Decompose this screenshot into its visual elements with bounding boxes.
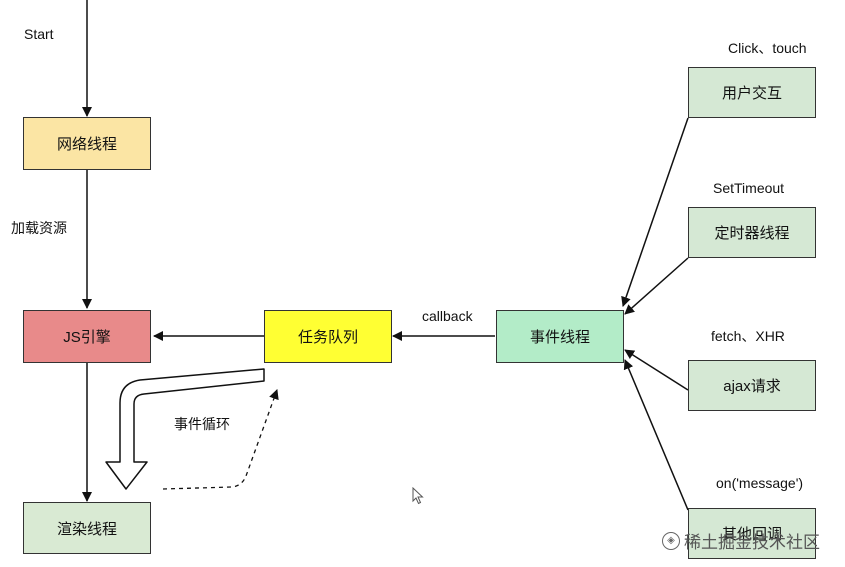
- arrow-timer-to-event: [624, 257, 689, 315]
- timer-thread-node: 定时器线程: [688, 207, 816, 258]
- ajax-request-node: ajax请求: [688, 360, 816, 411]
- event-loop-label: 事件循环: [174, 416, 230, 432]
- js-engine-node: JS引擎: [23, 310, 151, 363]
- fetch-xhr-label: fetch、XHR: [711, 328, 785, 344]
- event-thread-node: 事件线程: [496, 310, 624, 363]
- network-thread-node: 网络线程: [23, 117, 151, 170]
- task-queue-node: 任务队列: [264, 310, 392, 363]
- juejin-logo-icon: ◈: [662, 531, 680, 550]
- load-resources-label: 加载资源: [11, 220, 67, 236]
- callback-label: callback: [422, 308, 473, 324]
- arrow-user-to-event: [621, 117, 689, 307]
- on-message-label: on('message'): [716, 475, 804, 491]
- settimeout-label: SetTimeout: [713, 180, 785, 196]
- watermark-text: 稀土掘金技术社区: [684, 533, 820, 552]
- arrow-other-to-event: [623, 359, 689, 511]
- event-loop-hollow-arrow: [105, 368, 265, 490]
- mouse-cursor-icon: [412, 487, 424, 505]
- arrow-ajax-to-event: [624, 349, 689, 391]
- event-loop-dashed-arrow: [162, 389, 279, 490]
- other-callbacks-node: 其他回调: [688, 508, 816, 559]
- watermark: ◈ 稀土掘金技术社区: [662, 528, 820, 553]
- start-label: Start: [24, 26, 54, 42]
- render-thread-node: 渲染线程: [23, 502, 151, 554]
- user-interaction-node: 用户交互: [688, 67, 816, 118]
- click-touch-label: Click、touch: [728, 40, 807, 56]
